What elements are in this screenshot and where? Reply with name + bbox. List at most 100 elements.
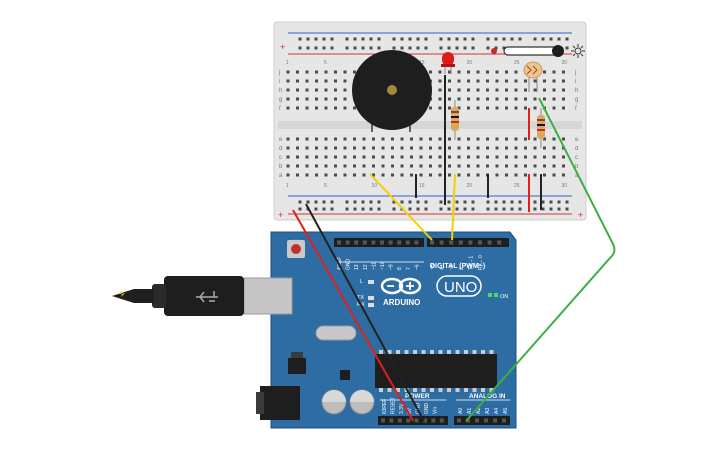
wire-yellow-buzzer[interactable] bbox=[369, 173, 433, 241]
bb-hole bbox=[457, 106, 461, 110]
bb-hole bbox=[353, 146, 356, 150]
wire-green-a0[interactable] bbox=[465, 97, 616, 422]
header-hole[interactable] bbox=[497, 240, 502, 245]
header-hole[interactable] bbox=[502, 418, 506, 423]
header-hole[interactable] bbox=[397, 240, 402, 245]
rail-hole bbox=[322, 46, 326, 50]
light-slider-knob[interactable] bbox=[552, 45, 564, 57]
bb-hole bbox=[562, 106, 565, 110]
led-rim bbox=[441, 64, 455, 67]
header-hole[interactable] bbox=[388, 240, 393, 245]
header-hole[interactable] bbox=[484, 418, 488, 423]
bb-hole bbox=[296, 106, 299, 110]
bb-hole bbox=[286, 97, 290, 101]
rail-hole bbox=[361, 200, 365, 204]
chip-pin bbox=[413, 388, 417, 392]
bb-hole bbox=[495, 146, 499, 150]
row-letter: b bbox=[575, 164, 579, 170]
wire-black-gnd[interactable] bbox=[305, 203, 425, 422]
resistor-1-band-3 bbox=[451, 121, 459, 123]
photoresistor[interactable] bbox=[523, 61, 543, 92]
header-hole[interactable] bbox=[439, 418, 444, 423]
chip-pin bbox=[481, 350, 485, 354]
bb-hole bbox=[486, 79, 489, 83]
bb-hole bbox=[362, 146, 366, 150]
header-hole[interactable] bbox=[414, 418, 419, 423]
header-hole[interactable] bbox=[397, 418, 402, 423]
row-letter: i bbox=[575, 79, 576, 85]
header-hole[interactable] bbox=[371, 240, 376, 245]
header-hole[interactable] bbox=[493, 418, 497, 423]
bb-hole bbox=[438, 88, 442, 92]
rail-hole bbox=[392, 37, 396, 41]
header-hole[interactable] bbox=[337, 240, 341, 245]
bb-hole bbox=[334, 146, 337, 150]
rail-hole bbox=[533, 200, 537, 204]
header-hole[interactable] bbox=[431, 418, 436, 423]
usb-cable[interactable] bbox=[112, 276, 244, 316]
resistor-2[interactable] bbox=[537, 108, 545, 148]
red-led[interactable] bbox=[441, 52, 455, 74]
resistor-1[interactable] bbox=[451, 100, 459, 140]
bb-hole bbox=[410, 155, 413, 159]
wire-red-5v[interactable] bbox=[292, 209, 414, 422]
rail-hole bbox=[471, 207, 475, 211]
header-hole[interactable] bbox=[414, 240, 419, 245]
rail-hole bbox=[541, 37, 545, 41]
reset-button-cap[interactable] bbox=[291, 244, 301, 254]
header-hole[interactable] bbox=[457, 418, 461, 423]
rail-hole bbox=[314, 200, 318, 204]
bb-hole bbox=[552, 164, 556, 168]
column-numbers: 115510101515202025253030 bbox=[286, 60, 567, 189]
buzzer[interactable] bbox=[352, 50, 432, 132]
rail-hole bbox=[486, 46, 490, 50]
bb-hole bbox=[438, 173, 442, 177]
digital-pin-label: 8 bbox=[397, 267, 403, 270]
rail-hole bbox=[549, 207, 553, 211]
header-hole[interactable] bbox=[478, 240, 482, 245]
bb-hole bbox=[467, 155, 470, 159]
header-hole[interactable] bbox=[345, 240, 350, 245]
row-letter: e bbox=[575, 137, 579, 143]
header-hole[interactable] bbox=[458, 240, 463, 245]
bb-hole bbox=[476, 88, 480, 92]
bb-hole bbox=[486, 106, 489, 110]
light-slider[interactable] bbox=[503, 44, 585, 58]
header-hole[interactable] bbox=[466, 418, 470, 423]
header-hole[interactable] bbox=[406, 418, 411, 423]
bb-hole bbox=[429, 173, 432, 177]
bb-hole bbox=[457, 164, 461, 168]
header-hole[interactable] bbox=[423, 418, 427, 423]
bb-hole bbox=[524, 155, 527, 159]
wire-yellow-led[interactable] bbox=[451, 173, 456, 241]
header-hole[interactable] bbox=[449, 240, 454, 245]
chip-pin bbox=[396, 350, 400, 354]
resistor-2-band-3 bbox=[537, 129, 545, 131]
header-hole[interactable] bbox=[439, 240, 444, 245]
bb-hole bbox=[476, 106, 480, 110]
bb-hole bbox=[286, 106, 290, 110]
header-hole[interactable] bbox=[354, 240, 359, 245]
header-hole[interactable] bbox=[380, 240, 384, 245]
header-hole[interactable] bbox=[475, 418, 479, 423]
header-hole[interactable] bbox=[405, 240, 410, 245]
header-hole[interactable] bbox=[487, 240, 492, 245]
rail-hole bbox=[439, 37, 443, 41]
header-hole[interactable] bbox=[389, 418, 394, 423]
bb-hole bbox=[486, 137, 489, 141]
bb-hole bbox=[505, 79, 508, 83]
bb-hole bbox=[315, 164, 318, 168]
bb-hole bbox=[514, 164, 518, 168]
breadboard[interactable]: + + + 115510101515202025253030 jjiihhggf… bbox=[273, 21, 587, 221]
header-hole[interactable] bbox=[468, 240, 473, 245]
bb-hole bbox=[381, 173, 385, 177]
bb-hole bbox=[552, 97, 556, 101]
header-hole[interactable] bbox=[430, 240, 434, 245]
header-hole[interactable] bbox=[362, 240, 367, 245]
header-hole[interactable] bbox=[381, 418, 385, 423]
bb-hole bbox=[448, 97, 451, 101]
digital-pin-label: 13 bbox=[354, 264, 360, 270]
